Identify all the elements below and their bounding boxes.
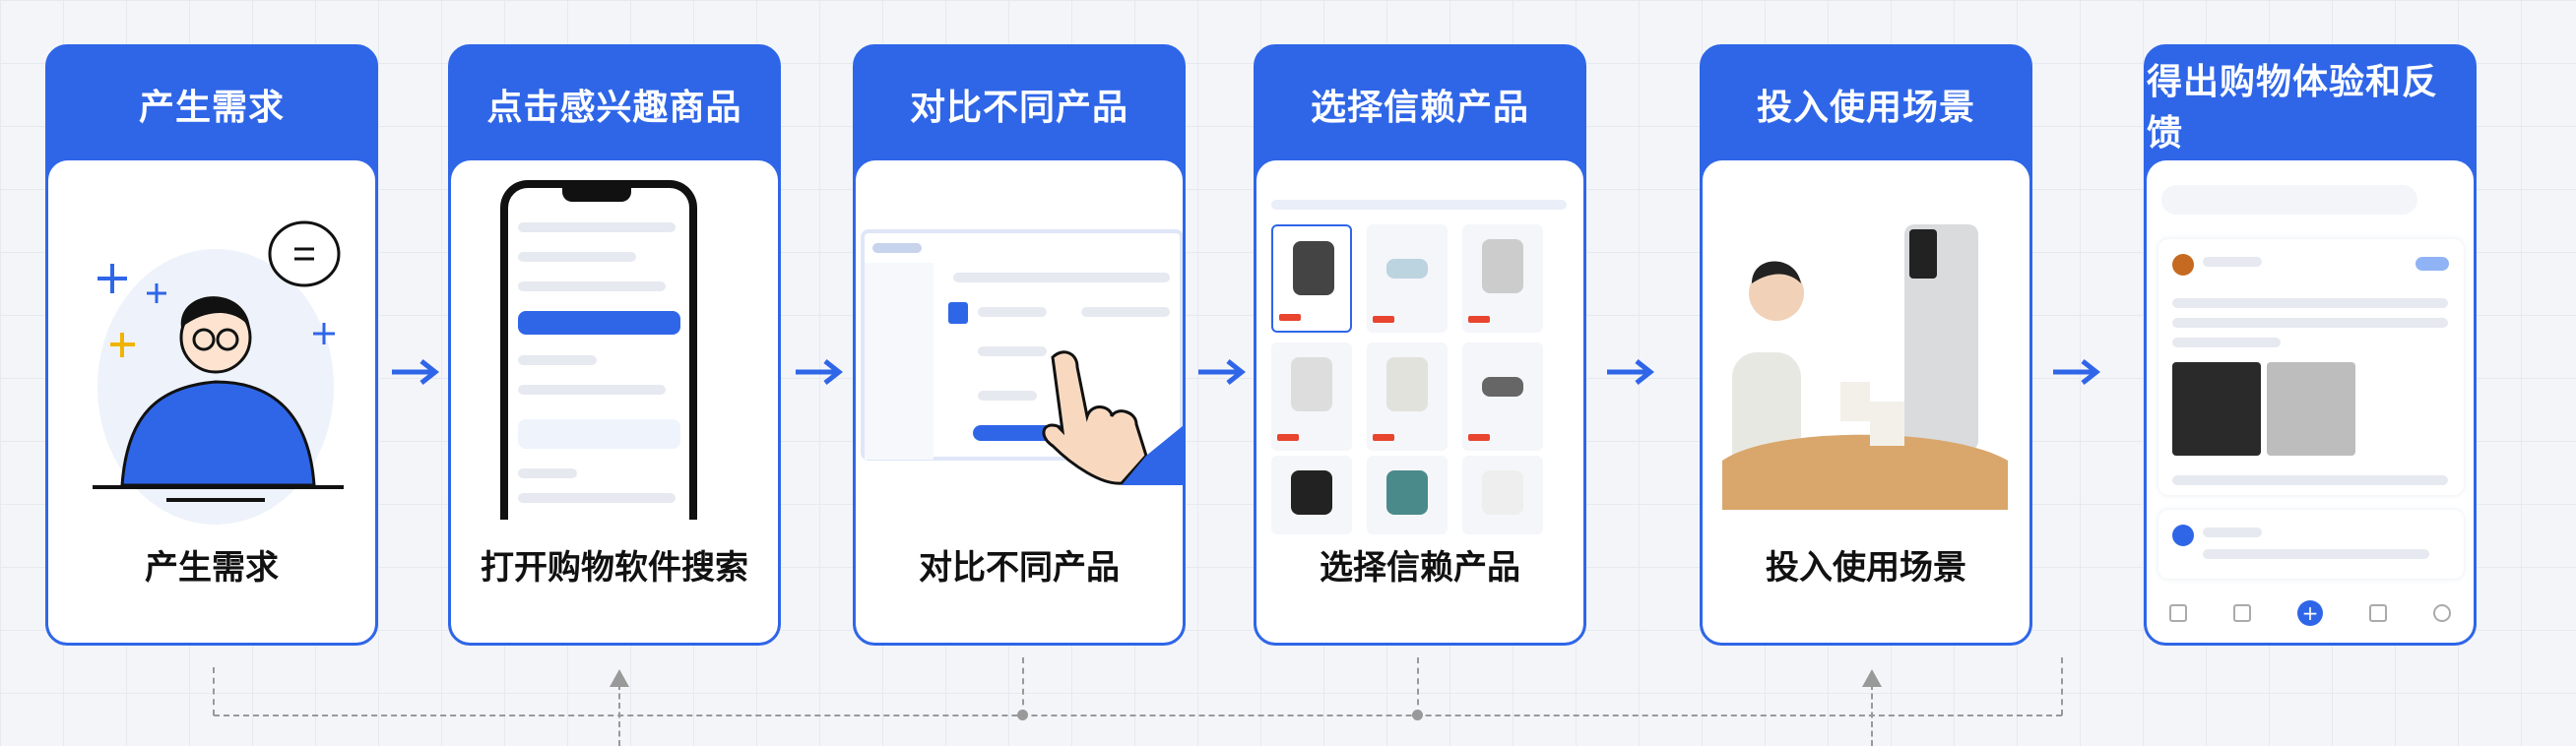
review-feed-screen: + xyxy=(2147,160,2474,643)
step-title: 产生需求 xyxy=(138,87,285,128)
step-card-feedback: 得出购物体验和反馈 + xyxy=(2144,44,2477,646)
arrow-right-icon xyxy=(1607,359,1654,385)
profile-tab-icon[interactable] xyxy=(2432,604,2451,622)
connector-drop-3 xyxy=(1022,657,1024,715)
discover-tab-icon[interactable] xyxy=(2233,604,2252,622)
arrow-right-icon xyxy=(1198,359,1246,385)
connector-drop-1 xyxy=(213,667,215,715)
review-post xyxy=(2158,239,2464,495)
search-bar xyxy=(2161,185,2417,215)
product-grid xyxy=(1256,160,1583,534)
post-plus-icon[interactable]: + xyxy=(2296,600,2323,626)
step-label: 选择信赖产品 xyxy=(1320,548,1520,588)
step-title: 选择信赖产品 xyxy=(1310,87,1529,128)
step-card-choose: 选择信赖产品 选择信赖产品 xyxy=(1254,44,1586,646)
feedback-arrow-head-icon xyxy=(610,669,629,687)
arrow-right-icon xyxy=(796,359,843,385)
woman-using-appliance-image xyxy=(1722,224,2008,510)
feedback-arrow-line xyxy=(1871,684,1873,746)
step-title: 得出购物体验和反馈 xyxy=(2147,61,2439,154)
review-post xyxy=(2158,510,2464,579)
thinking-person-illustration xyxy=(93,220,344,525)
step-label: 产生需求 xyxy=(145,548,279,588)
connector-dot xyxy=(1412,710,1423,720)
bottom-tab-bar: + xyxy=(2147,584,2474,643)
step-card-search: 点击感兴趣商品 打开购物软件搜索 xyxy=(448,44,781,646)
messages-tab-icon[interactable] xyxy=(2368,604,2387,622)
step-card-compare: 对比不同产品 对比不同产品 xyxy=(853,44,1186,646)
arrow-right-icon xyxy=(392,359,439,385)
step-label: 打开购物软件搜索 xyxy=(481,548,748,588)
hand-pointer-icon xyxy=(1042,350,1183,485)
home-tab-icon[interactable] xyxy=(2169,604,2188,622)
connector-horizontal xyxy=(214,715,2062,716)
feedback-arrow-head-icon xyxy=(1862,669,1882,687)
connector-dot xyxy=(1017,710,1028,720)
step-title: 投入使用场景 xyxy=(1756,87,1975,128)
step-card-need: 产生需求 产生需求 xyxy=(45,44,378,646)
connector-drop-6 xyxy=(2061,657,2063,715)
arrow-right-icon xyxy=(2053,359,2100,385)
avatar xyxy=(2172,254,2194,276)
step-label: 投入使用场景 xyxy=(1766,548,1966,588)
step-card-use: 投入使用场景 投入使用场景 xyxy=(1700,44,2032,646)
phone-mockup xyxy=(500,180,697,520)
step-label: 对比不同产品 xyxy=(919,548,1120,588)
connector-drop-4 xyxy=(1417,657,1419,715)
search-button xyxy=(518,311,680,335)
step-title: 点击感兴趣商品 xyxy=(486,87,742,128)
feedback-arrow-line xyxy=(618,684,620,746)
step-title: 对比不同产品 xyxy=(909,87,1128,128)
